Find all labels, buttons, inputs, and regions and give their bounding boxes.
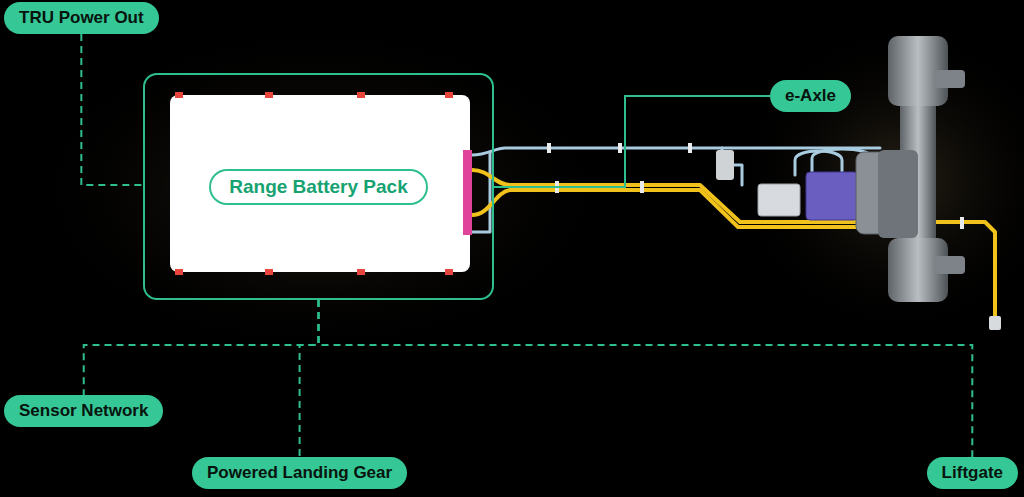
brake: [935, 70, 965, 88]
node-label: e-Axle: [785, 86, 836, 106]
mount-tab: [445, 92, 453, 98]
battery-region: Range Battery Pack: [143, 73, 494, 300]
connector-line: [319, 300, 973, 457]
gearbox: [878, 150, 918, 238]
axle: [878, 36, 965, 302]
mount-tab: [175, 92, 183, 98]
node-label: Liftgate: [942, 463, 1003, 483]
coolant-line: [472, 152, 490, 232]
connector-strip: [463, 150, 472, 235]
connector-line: [300, 300, 319, 457]
mount-tab: [175, 269, 183, 275]
clip: [688, 143, 692, 153]
mount-tab: [357, 269, 365, 275]
glow: [730, 20, 1024, 340]
mount-tab: [265, 92, 273, 98]
connector-line: [494, 96, 770, 187]
sensor-label: Sensor Network: [4, 395, 163, 427]
liftgate-plug: [989, 316, 1001, 330]
mount-tab: [445, 269, 453, 275]
control-box: [758, 184, 800, 216]
node-label: Range Battery Pack: [209, 169, 427, 205]
clip: [618, 143, 622, 153]
power-out-label: TRU Power Out: [4, 2, 159, 34]
axle-label: e-Axle: [770, 80, 851, 112]
clip: [960, 217, 964, 229]
brake: [935, 256, 965, 274]
cable-harness: [472, 148, 995, 318]
inverter-box: [806, 172, 858, 220]
bracket: [716, 150, 734, 180]
battery-pack: [170, 95, 470, 272]
clip: [547, 143, 551, 153]
connector-line: [81, 34, 143, 185]
mount-tab: [357, 92, 365, 98]
node-label: Sensor Network: [19, 401, 148, 421]
node-label: Powered Landing Gear: [207, 463, 392, 483]
node-label: TRU Power Out: [19, 8, 144, 28]
landing-gear-label: Powered Landing Gear: [192, 457, 407, 489]
connector-line: [84, 300, 319, 395]
clip: [640, 181, 644, 193]
liftgate-label: Liftgate: [927, 457, 1018, 489]
coolant-line: [795, 151, 842, 175]
mount-tab: [265, 269, 273, 275]
